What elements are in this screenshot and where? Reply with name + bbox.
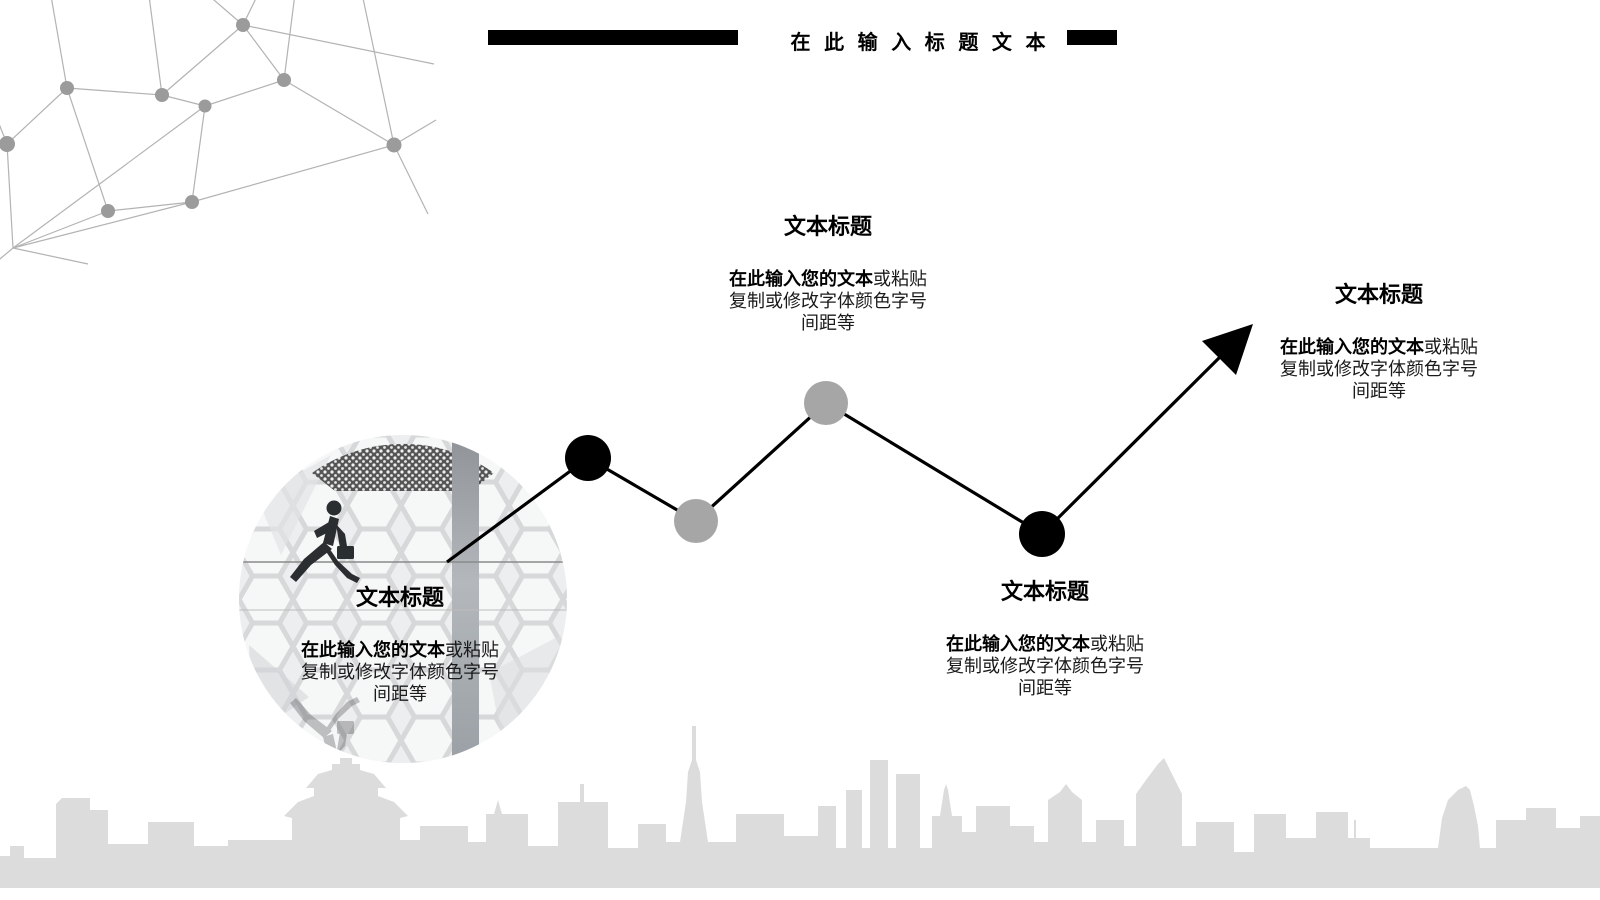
text-block-photo: 文本标题 在此输入您的文本或粘贴 复制或修改字体颜色字号 间距等: [260, 586, 540, 705]
trend-node-1-black: [565, 435, 611, 481]
text-block-body: 在此输入您的文本或粘贴 复制或修改字体颜色字号 间距等: [946, 634, 1144, 698]
title-left-bar: [488, 30, 738, 45]
city-skyline: [0, 726, 1600, 888]
trend-node-2-gray: [674, 499, 718, 543]
text-block-body: 在此输入您的文本或粘贴 复制或修改字体颜色字号 间距等: [729, 269, 927, 333]
text-block-heading: 文本标题: [1000, 579, 1089, 604]
trend-node-4-black: [1019, 511, 1065, 557]
network-mesh-decoration: [0, 0, 437, 265]
trend-node-3-gray: [804, 381, 848, 425]
text-block-right: 文本标题 在此输入您的文本或粘贴 复制或修改字体颜色字号 间距等: [1239, 283, 1519, 402]
slide-title: 在 此 输 入 标 题 文 本: [790, 32, 1050, 54]
text-block-body: 在此输入您的文本或粘贴 复制或修改字体颜色字号 间距等: [301, 640, 499, 704]
runner-silhouette: [290, 500, 360, 583]
text-block-heading: 文本标题: [355, 585, 444, 610]
text-block-heading: 文本标题: [1334, 282, 1423, 307]
photo-circle: [239, 435, 567, 763]
text-block-heading: 文本标题: [783, 214, 872, 239]
text-block-bottom: 文本标题 在此输入您的文本或粘贴 复制或修改字体颜色字号 间距等: [905, 580, 1185, 699]
network-nodes: [0, 18, 402, 218]
text-block-top: 文本标题 在此输入您的文本或粘贴 复制或修改字体颜色字号 间距等: [688, 215, 968, 334]
title-right-bar: [1067, 30, 1117, 45]
text-block-body: 在此输入您的文本或粘贴 复制或修改字体颜色字号 间距等: [1280, 337, 1478, 401]
